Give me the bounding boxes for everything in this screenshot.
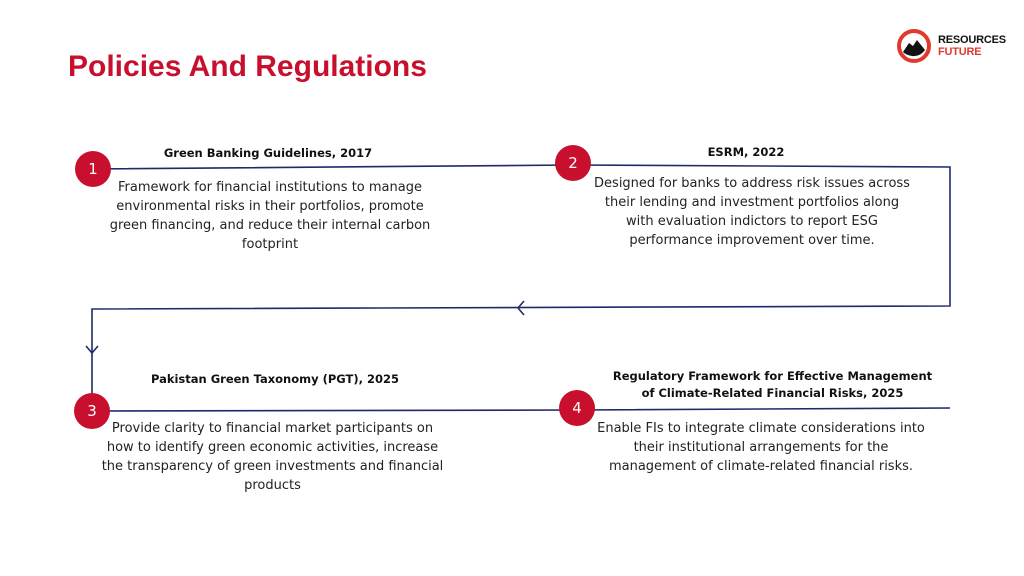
step-2-description: Designed for banks to address risk issue… — [594, 176, 910, 248]
step-1-description: Framework for financial institutions to … — [109, 180, 431, 252]
step-1-number: 1 — [75, 151, 111, 187]
page-title: Policies And Regulations — [68, 50, 427, 83]
step-3-description: Provide clarity to financial market part… — [101, 421, 444, 493]
chevron-down-icon — [85, 345, 99, 355]
step-4-number: 4 — [559, 390, 595, 426]
step-2-heading: ESRM, 2022 — [707, 145, 785, 159]
logo: RESOURCES FUTURE — [896, 28, 1006, 64]
logo-text-line1: RESOURCES — [938, 34, 1006, 46]
mountain-logo-icon — [897, 29, 931, 63]
chevron-left-icon — [516, 300, 525, 316]
logo-text-line2: FUTURE — [938, 46, 982, 58]
step-3-heading: Pakistan Green Taxonomy (PGT), 2025 — [150, 372, 400, 386]
step-4-description: Enable FIs to integrate climate consider… — [597, 421, 925, 474]
step-2-number: 2 — [555, 145, 591, 181]
step-4-heading: Regulatory Framework for Effective Manag… — [612, 369, 933, 400]
step-3-number: 3 — [74, 393, 110, 429]
step-1-heading: Green Banking Guidelines, 2017 — [163, 146, 373, 160]
